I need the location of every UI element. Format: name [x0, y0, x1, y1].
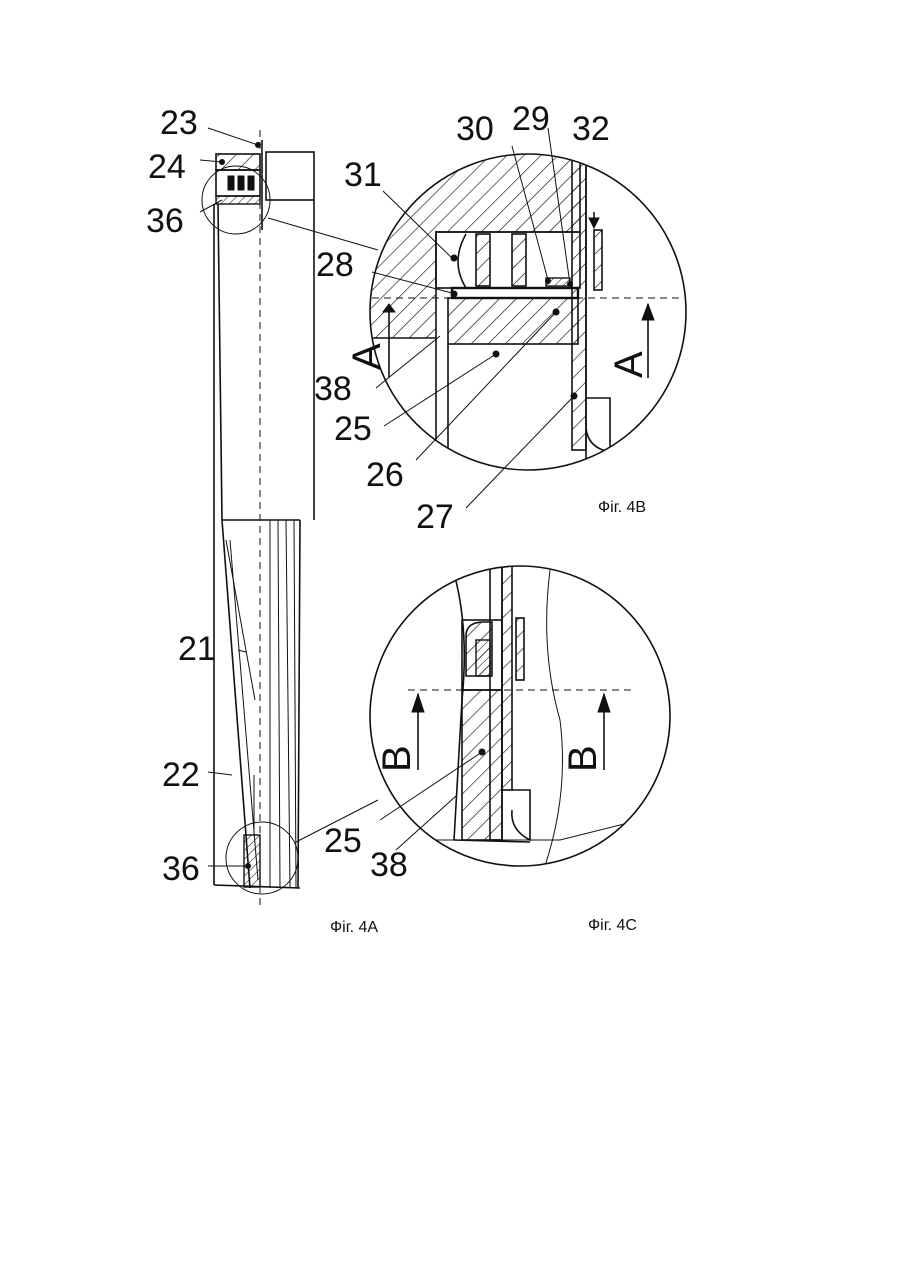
label-23: 23	[160, 104, 198, 142]
spacer-2	[512, 234, 526, 286]
head-block	[266, 152, 314, 200]
shaft-wall-c	[502, 560, 512, 790]
sleeve-32	[594, 230, 602, 290]
spacer-1	[476, 234, 490, 286]
detail-circle-4c	[370, 566, 670, 866]
label-25-c: 25	[324, 822, 362, 860]
figure-4a	[200, 128, 378, 905]
label-38-b: 38	[314, 370, 352, 408]
label-29: 29	[512, 100, 550, 138]
label-22: 22	[162, 756, 200, 794]
label-25-b: 25	[334, 410, 372, 448]
caption-fig-4b: Фіг. 4B	[598, 499, 646, 516]
caption-fig-4a: Фіг. 4A	[330, 919, 378, 936]
section-a-right: A	[607, 351, 651, 378]
section-b-right: B	[561, 745, 605, 772]
label-24: 24	[148, 148, 186, 186]
label-21: 21	[178, 630, 216, 668]
lower-seal	[244, 835, 260, 887]
section-b-left: B	[375, 745, 419, 772]
figure-4c	[370, 560, 670, 880]
section-a-left: A	[345, 343, 389, 370]
label-36-top: 36	[146, 202, 184, 240]
figure-4b	[360, 128, 686, 508]
label-36-bottom: 36	[162, 850, 200, 888]
label-30: 30	[456, 110, 494, 148]
label-38-c: 38	[370, 846, 408, 884]
label-26: 26	[366, 456, 404, 494]
detail-circle-c	[226, 822, 298, 894]
caption-fig-4c: Фіг. 4C	[588, 917, 637, 934]
sealing-ring-25	[448, 298, 578, 344]
label-27: 27	[416, 498, 454, 536]
shaft-wall	[572, 140, 586, 450]
label-28: 28	[316, 246, 354, 284]
label-32: 32	[572, 110, 610, 148]
sealing-ring-25-c	[462, 690, 502, 840]
label-31: 31	[344, 156, 382, 194]
